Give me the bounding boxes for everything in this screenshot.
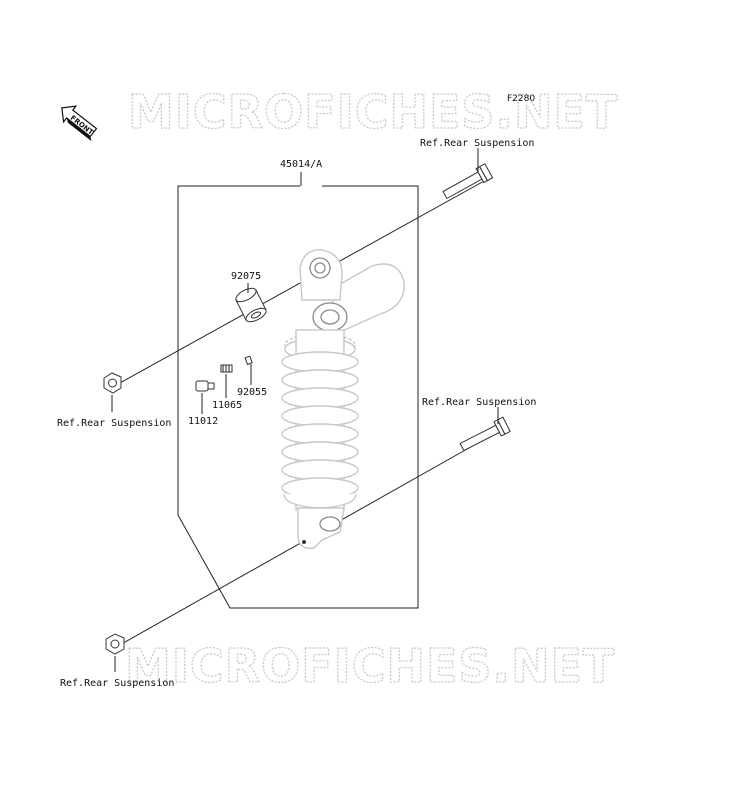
ref-bottom-nut: Ref.Rear Suspension [60, 678, 174, 689]
valve-part [220, 364, 233, 373]
assembly-label: 45014/A [280, 159, 322, 170]
ref-lower-bolt: Ref.Rear Suspension [422, 397, 536, 408]
bottom-nut [105, 633, 125, 655]
o-ring-part [244, 355, 253, 366]
lower-bolt [459, 416, 511, 452]
ref-left-nut: Ref.Rear Suspension [57, 418, 171, 429]
ref-top-bolt: Ref.Rear Suspension [420, 138, 534, 149]
front-arrow-icon: FRONT [61, 105, 98, 142]
part-11065: 11065 [212, 400, 242, 411]
top-bolt [442, 163, 494, 200]
figure-code: F2280 [507, 94, 535, 104]
watermark-bottom: MICROFICHES.NET [125, 639, 615, 693]
assembly-bracket [177, 185, 419, 609]
cap-part [195, 380, 215, 392]
part-92055: 92055 [237, 387, 267, 398]
collar-part [235, 287, 267, 323]
watermark-top: MICROFICHES.NET [128, 85, 618, 139]
bottom-axis-line [117, 443, 477, 647]
shock-absorber [281, 249, 405, 549]
part-11012: 11012 [188, 416, 218, 427]
left-nut [103, 372, 122, 394]
part-92075: 92075 [231, 271, 261, 282]
spring-coils [281, 351, 359, 499]
